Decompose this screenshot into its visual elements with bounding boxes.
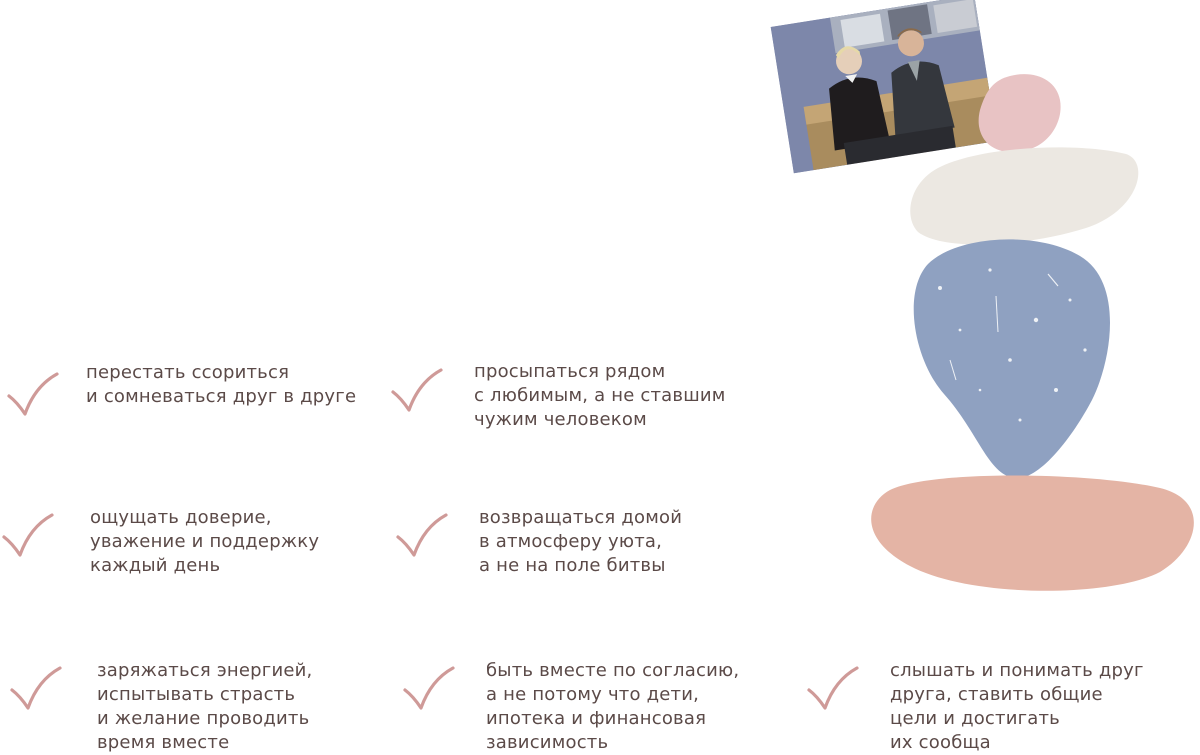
checkmark-icon bbox=[807, 666, 859, 710]
couple-photo bbox=[770, 0, 998, 174]
benefit-text: просыпаться рядом с любимым, а не ставши… bbox=[474, 360, 726, 432]
benefit-line: просыпаться рядом bbox=[474, 361, 666, 382]
benefit-line: цели и достигать bbox=[890, 708, 1060, 729]
stone-beige bbox=[910, 147, 1139, 245]
benefit-line: возвращаться домой bbox=[479, 507, 683, 528]
benefit-line: их сообща bbox=[890, 732, 991, 753]
benefit-text: слышать и понимать друг друга, ставить о… bbox=[890, 659, 1144, 755]
benefit-text: заряжаться энергией, испытывать страсть … bbox=[97, 659, 312, 755]
stone-blue-speckles bbox=[938, 268, 1087, 422]
stone-blue bbox=[913, 239, 1110, 479]
benefit-text: ощущать доверие, уважение и поддержку ка… bbox=[90, 506, 319, 578]
benefit-line: а не потому что дети, bbox=[486, 684, 700, 705]
benefit-line: испытывать страсть bbox=[97, 684, 296, 705]
benefit-line: время вместе bbox=[97, 732, 230, 753]
benefit-line: а не на поле битвы bbox=[479, 555, 666, 576]
benefit-line: и сомневаться друг в друге bbox=[86, 386, 357, 407]
checkmark-icon bbox=[7, 372, 59, 416]
benefit-line: каждый день bbox=[90, 555, 221, 576]
benefit-line: быть вместе по согласию, bbox=[486, 660, 740, 681]
benefit-text: перестать ссориться и сомневаться друг в… bbox=[86, 361, 356, 409]
checkmark-icon bbox=[403, 666, 455, 710]
benefit-line: слышать и понимать друг bbox=[890, 660, 1144, 681]
couple-photo-graphic bbox=[770, 0, 998, 174]
stone-peach bbox=[871, 475, 1194, 591]
benefit-line: в атмосферу уюта, bbox=[479, 531, 663, 552]
benefit-line: перестать ссориться bbox=[86, 362, 290, 383]
stacked-stones-illustration bbox=[860, 60, 1200, 600]
benefit-line: с любимым, а не ставшим bbox=[474, 385, 726, 406]
benefit-line: ипотека и финансовая bbox=[486, 708, 707, 729]
benefit-line: заряжаться энергией, bbox=[97, 660, 313, 681]
benefit-line: чужим человеком bbox=[474, 409, 647, 430]
benefit-line: ощущать доверие, bbox=[90, 507, 272, 528]
benefit-line: зависимость bbox=[486, 732, 609, 753]
benefit-line: друга, ставить общие bbox=[890, 684, 1103, 705]
benefit-text: быть вместе по согласию, а не потому что… bbox=[486, 659, 739, 755]
stone-pink bbox=[978, 74, 1061, 153]
benefit-line: уважение и поддержку bbox=[90, 531, 320, 552]
benefit-line: и желание проводить bbox=[97, 708, 310, 729]
checkmark-icon bbox=[391, 368, 443, 412]
benefit-text: возвращаться домой в атмосферу уюта, а н… bbox=[479, 506, 682, 578]
checkmark-icon bbox=[396, 513, 448, 557]
checkmark-icon bbox=[10, 666, 62, 710]
checkmark-icon bbox=[2, 513, 54, 557]
